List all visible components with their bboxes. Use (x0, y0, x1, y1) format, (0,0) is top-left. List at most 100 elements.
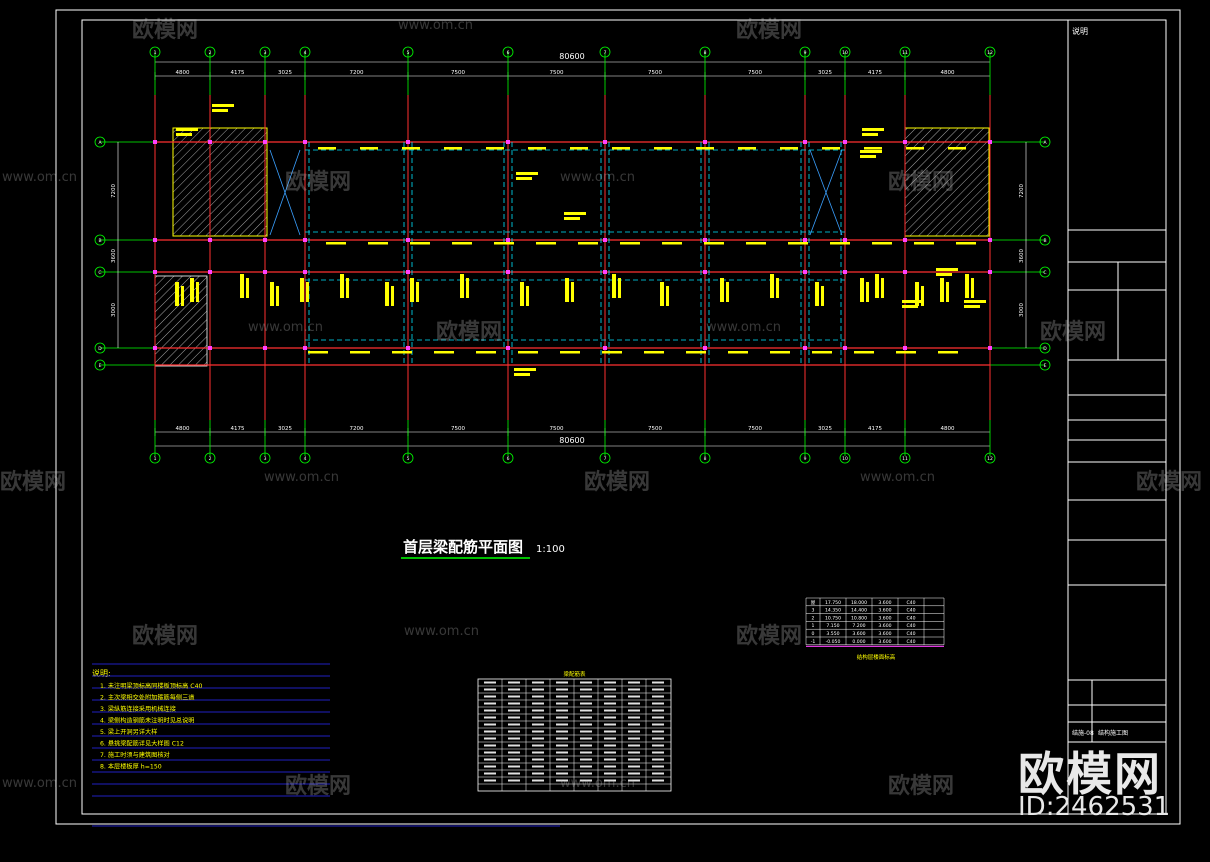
level-table-cell: 14.350 (825, 608, 841, 614)
axis-bubble-label: B (1043, 238, 1046, 244)
beam-annotation-horizontal (780, 147, 798, 150)
table-cell-text (508, 681, 520, 684)
level-table-cell: 10.750 (825, 615, 841, 621)
axis-bubble-label: 7 (604, 50, 607, 56)
dimension-label: 7500 (748, 70, 762, 76)
beam-annotation-horizontal (938, 351, 958, 354)
table-cell-text (652, 758, 664, 761)
table-cell-text (652, 723, 664, 726)
axis-bubble-label: E (1044, 363, 1047, 369)
axis-bubble-label: 9 (804, 50, 807, 56)
beam-annotation-vertical (965, 274, 969, 298)
column-mark (843, 270, 847, 274)
beam-annotation-vertical (466, 278, 469, 298)
axis-bubble (899, 46, 911, 58)
level-table-cell: C40 (906, 631, 915, 637)
dimension-label: 4800 (176, 426, 190, 432)
beam-annotation-horizontal (570, 147, 588, 150)
table-cell-text (484, 744, 496, 747)
axis-bubble-label: 5 (407, 456, 410, 462)
beam-annotation-vertical (612, 274, 616, 298)
column-mark (843, 238, 847, 242)
column-mark (153, 140, 157, 144)
note-line: 1. 未注明梁顶标高同楼板顶标高 C40 (100, 682, 203, 690)
axis-bubble (1039, 136, 1051, 148)
table-cell-text (508, 730, 520, 733)
dimension-label: 7200 (350, 70, 364, 76)
beam-annotation-horizontal (536, 242, 556, 245)
table-cell-text (580, 765, 592, 768)
column-mark (803, 238, 807, 242)
note-line: 2. 主次梁相交处附加箍筋每侧三道 (100, 694, 195, 702)
table-cell-text (484, 723, 496, 726)
table-cell-text (628, 730, 640, 733)
table-cell-text (508, 779, 520, 782)
table-cell-text (532, 709, 544, 712)
stair-hatch-left (172, 127, 268, 237)
table-cell-text (508, 716, 520, 719)
column-mark (903, 346, 907, 350)
beam-annotation-horizontal (518, 351, 538, 354)
drawing-scale: 1:100 (536, 544, 565, 555)
level-table-cell: C40 (906, 623, 915, 629)
beam-annotation-vertical (300, 278, 304, 302)
beam-annotation-vertical (246, 278, 249, 298)
axis-bubble (1039, 359, 1051, 371)
beam-annotation-horizontal (864, 147, 882, 150)
title-block-label: 说明 (1072, 26, 1088, 36)
column-mark (903, 270, 907, 274)
axis-bubble (1039, 234, 1051, 246)
table-cell-text (532, 688, 544, 691)
column-mark (263, 140, 267, 144)
beam-annotation-block (862, 128, 884, 131)
beam-annotation-vertical (391, 286, 394, 306)
axis-bubble-label: B (98, 238, 101, 244)
table-cell-text (532, 751, 544, 754)
table-cell-text (484, 702, 496, 705)
table-cell-text (628, 709, 640, 712)
table-cell-text (580, 688, 592, 691)
axis-bubble (149, 46, 161, 58)
column-mark (406, 270, 410, 274)
beam-annotation-block (862, 133, 878, 136)
beam-annotation-vertical (270, 282, 274, 306)
axis-bubble (839, 452, 851, 464)
title-block-sheet-no: 结施-08 (1072, 729, 1094, 737)
beam-annotation-vertical (940, 278, 944, 302)
column-mark (703, 238, 707, 242)
dimension-label: 4800 (941, 70, 955, 76)
table-cell-text (628, 737, 640, 740)
axis-bubble (204, 452, 216, 464)
table-cell-text (652, 702, 664, 705)
axis-bubble (1039, 266, 1051, 278)
beam-annotation-horizontal (728, 351, 748, 354)
table-cell-text (652, 744, 664, 747)
hatched-areas (154, 127, 990, 367)
level-table-cell: C40 (906, 639, 915, 645)
beam-annotation-horizontal (812, 351, 832, 354)
table-cell-text (628, 681, 640, 684)
beam-annotation-block (860, 155, 876, 158)
table-cell-text (604, 737, 616, 740)
level-table-cell: 14.400 (851, 608, 867, 614)
note-line: 5. 梁上开洞另详大样 (100, 728, 157, 736)
level-table-cell: 0.000 (852, 639, 865, 645)
beam-annotation-block (860, 150, 882, 153)
dimension-lines (155, 61, 990, 447)
beam-annotation-horizontal (686, 351, 706, 354)
table-cell-text (532, 695, 544, 698)
beam-annotation-vertical (460, 274, 464, 298)
column-mark (988, 140, 992, 144)
level-table-cell: 3.600 (878, 608, 891, 614)
axis-bubble-label: 4 (304, 456, 307, 462)
column-mark (263, 270, 267, 274)
table-cell-text (556, 723, 568, 726)
axis-bubble (299, 46, 311, 58)
dimension-label: 4175 (868, 426, 882, 432)
level-table-cell: 7.150 (826, 623, 839, 629)
table-cell-text (652, 709, 664, 712)
table-cell-text (580, 779, 592, 782)
column-mark (303, 270, 307, 274)
